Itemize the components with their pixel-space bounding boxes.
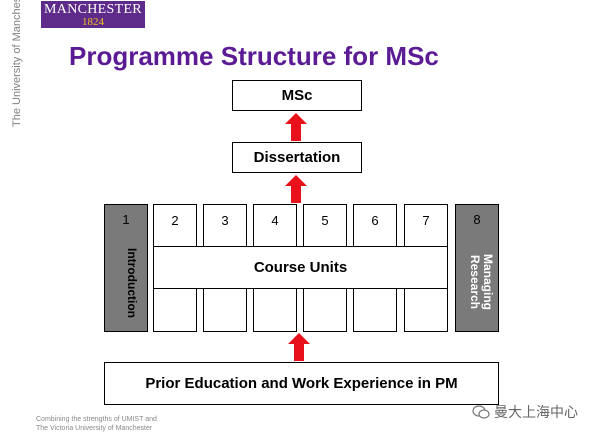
- footer-line-1: Combining the strengths of UMIST and: [36, 416, 157, 423]
- arrow-up-icon: [285, 175, 307, 203]
- unit-number: 8: [473, 212, 481, 227]
- msc-box: MSc: [232, 80, 362, 111]
- unit-box-8: 8 Managing Research: [455, 204, 499, 332]
- unit-number: 4: [271, 213, 279, 228]
- watermark-text: 曼大上海中心: [494, 404, 578, 420]
- side-text: The University of Manchester: [11, 0, 23, 127]
- unit-number: 2: [171, 213, 179, 228]
- footer-text: Combining the strengths of UMIST and The…: [36, 415, 157, 433]
- footer-line-2: The Victoria University of Manchester: [36, 425, 153, 432]
- university-side-text: The University of Manchester: [11, 0, 37, 127]
- unit-number: 1: [122, 212, 130, 227]
- unit-number: 3: [221, 213, 229, 228]
- unit-number: 6: [371, 213, 379, 228]
- watermark: 曼大上海中心: [472, 402, 578, 422]
- prior-education-box: Prior Education and Work Experience in P…: [104, 362, 499, 405]
- unit-box-1: 1 Introduction: [104, 204, 148, 332]
- unit-number: 7: [422, 213, 430, 228]
- page-title: Programme Structure for MSc: [69, 41, 439, 71]
- wechat-icon: [472, 404, 490, 419]
- arrow-up-icon: [288, 333, 310, 361]
- managing-research-label: Managing Research: [468, 254, 495, 310]
- dissertation-box: Dissertation: [232, 142, 362, 173]
- introduction-label: Introduction: [125, 248, 139, 318]
- logo-year: 1824: [82, 16, 104, 28]
- arrow-up-icon: [285, 113, 307, 141]
- course-units-box: Course Units: [153, 246, 448, 289]
- logo-name: MANCHESTER: [44, 2, 142, 17]
- unit-number: 5: [321, 213, 329, 228]
- university-logo: MANCHESTER 1824: [41, 1, 145, 28]
